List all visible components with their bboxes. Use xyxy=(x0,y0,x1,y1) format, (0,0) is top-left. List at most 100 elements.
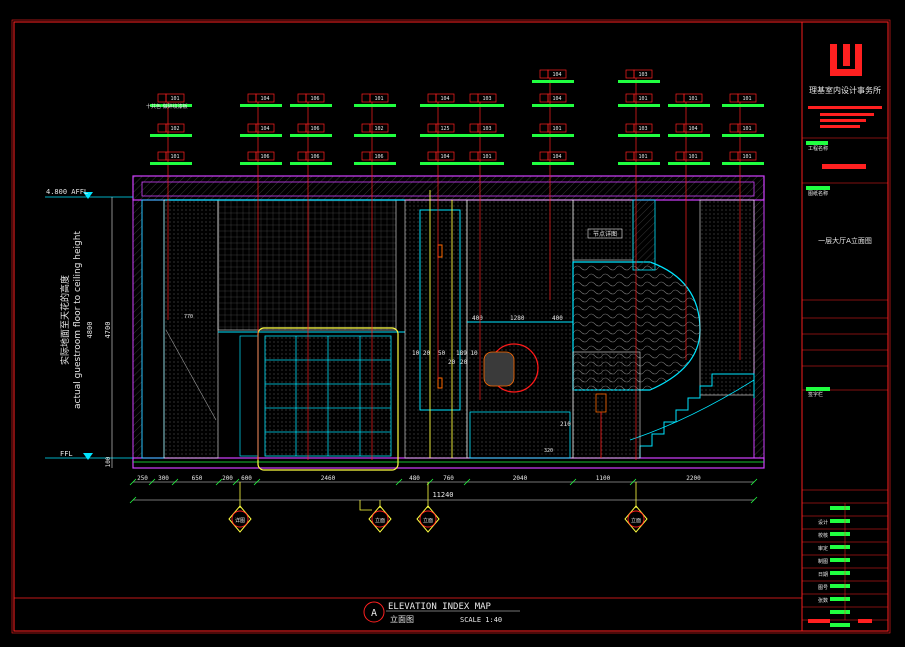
dim-segment: 200 xyxy=(222,475,233,482)
tag-code-box xyxy=(547,151,567,161)
tag-code: 104 xyxy=(688,126,697,132)
tag-code-box xyxy=(361,151,371,161)
tag-code-box xyxy=(625,123,635,133)
tag-code-box xyxy=(165,93,185,103)
tag-code: 104 xyxy=(440,154,449,160)
title-scale: SCALE 1:40 xyxy=(460,616,502,624)
tag-code-box xyxy=(369,123,389,133)
dim-tick xyxy=(215,478,223,486)
company-logo xyxy=(830,44,862,76)
vertical-note-en: actual guestroom floor to ceiling height xyxy=(73,231,83,409)
tag-code-box xyxy=(305,151,325,161)
tag-code-box xyxy=(427,151,437,161)
pillar-zone xyxy=(404,199,468,459)
dim-segment: 250 xyxy=(137,475,148,482)
tag-code: 104 xyxy=(260,126,269,132)
tag-code: 102 xyxy=(374,126,383,132)
tag-code: 101 xyxy=(170,96,179,102)
right-wall xyxy=(753,199,765,459)
tag-desc xyxy=(290,162,332,165)
tag-code-box xyxy=(435,93,455,103)
tag-code-box xyxy=(369,151,389,161)
floor-level-label: FFL xyxy=(60,450,73,458)
tag-code-box xyxy=(427,93,437,103)
elevation-marker-label: 立面 xyxy=(423,517,433,524)
tag-code: 101 xyxy=(374,96,383,102)
index-letter: A xyxy=(371,608,377,619)
pillar-lamp-2 xyxy=(437,377,443,389)
middle-panel xyxy=(466,199,574,459)
tag-desc xyxy=(290,134,332,137)
dim-tick xyxy=(750,496,758,504)
dim-segment: 1100 xyxy=(596,475,611,482)
small-dim-a: 770 xyxy=(184,314,193,320)
tag-code: 102 xyxy=(170,126,179,132)
tag-code-box xyxy=(469,123,479,133)
elevation-marker-icon xyxy=(624,505,648,533)
pillar-cyan xyxy=(419,209,461,411)
tag-desc xyxy=(668,104,710,107)
floor-band xyxy=(132,457,765,469)
elevation-marker-circle xyxy=(371,510,389,528)
tag-desc xyxy=(240,134,282,137)
tag-code: 101 xyxy=(638,96,647,102)
tag-code-box xyxy=(633,69,653,79)
tag-code-box xyxy=(477,123,497,133)
tag-code-box xyxy=(737,93,757,103)
tag-code-box xyxy=(633,93,653,103)
dim-tick xyxy=(171,478,179,486)
tag-desc xyxy=(532,80,574,83)
tag-code-box xyxy=(547,93,567,103)
elevation-marker-circle xyxy=(627,510,645,528)
drawing-name-label: 图纸名称 xyxy=(808,190,828,197)
tag-code-box xyxy=(683,151,703,161)
elevation-marker-label: 立面 xyxy=(375,517,385,524)
tag-code: 106 xyxy=(310,126,319,132)
stair-dark-zone xyxy=(572,351,641,459)
tag-code: 101 xyxy=(170,154,179,160)
tag-code: 101 xyxy=(688,96,697,102)
vertical-dim-base: 100 xyxy=(105,456,112,467)
dim-segment: 2040 xyxy=(513,475,528,482)
panel-2 xyxy=(163,199,219,459)
tag-desc xyxy=(354,104,396,107)
tag-code: 103 xyxy=(638,72,647,78)
cabinet-mullions xyxy=(265,336,391,456)
tag-desc xyxy=(668,134,710,137)
tag-code: 125 xyxy=(440,126,449,132)
small-dim-d: 10 20 xyxy=(412,350,430,357)
tag-code: 101 xyxy=(742,96,751,102)
tag-code: 101 xyxy=(742,154,751,160)
tag-code-box xyxy=(683,93,703,103)
tag-desc xyxy=(618,104,660,107)
tb-sign-field xyxy=(830,558,850,562)
tag-code-box xyxy=(729,93,739,103)
ceiling-inner xyxy=(141,181,755,197)
tag-desc xyxy=(354,134,396,137)
draw-label: 制图 xyxy=(818,558,828,565)
tag-code-box xyxy=(539,93,549,103)
inner-dim-b: 1280 xyxy=(510,315,525,322)
tag-code-box xyxy=(547,69,567,79)
tag-code-box xyxy=(305,123,325,133)
dim-segment: 760 xyxy=(443,475,454,482)
small-dim-e: 50 xyxy=(438,350,446,357)
tag-code-box xyxy=(729,151,739,161)
tag-desc xyxy=(462,104,504,107)
tag-code: 106 xyxy=(310,154,319,160)
dim-tick xyxy=(148,478,156,486)
drawing-title: A ELEVATION INDEX MAP 立面图 SCALE 1:40 xyxy=(363,601,520,624)
tb-sign-field xyxy=(830,506,850,510)
ceiling-level-marker xyxy=(83,192,93,199)
tag-code-box xyxy=(675,151,685,161)
company-redacted xyxy=(808,106,882,128)
tag-code-box xyxy=(157,93,167,103)
window-panel xyxy=(572,199,634,261)
tag-code-box xyxy=(435,151,455,161)
tag-code-box xyxy=(737,151,757,161)
panel-diag xyxy=(165,329,217,421)
tag-desc xyxy=(532,104,574,107)
tag-code-box xyxy=(297,93,307,103)
tag-desc xyxy=(532,134,574,137)
tag-code: 104 xyxy=(260,96,269,102)
